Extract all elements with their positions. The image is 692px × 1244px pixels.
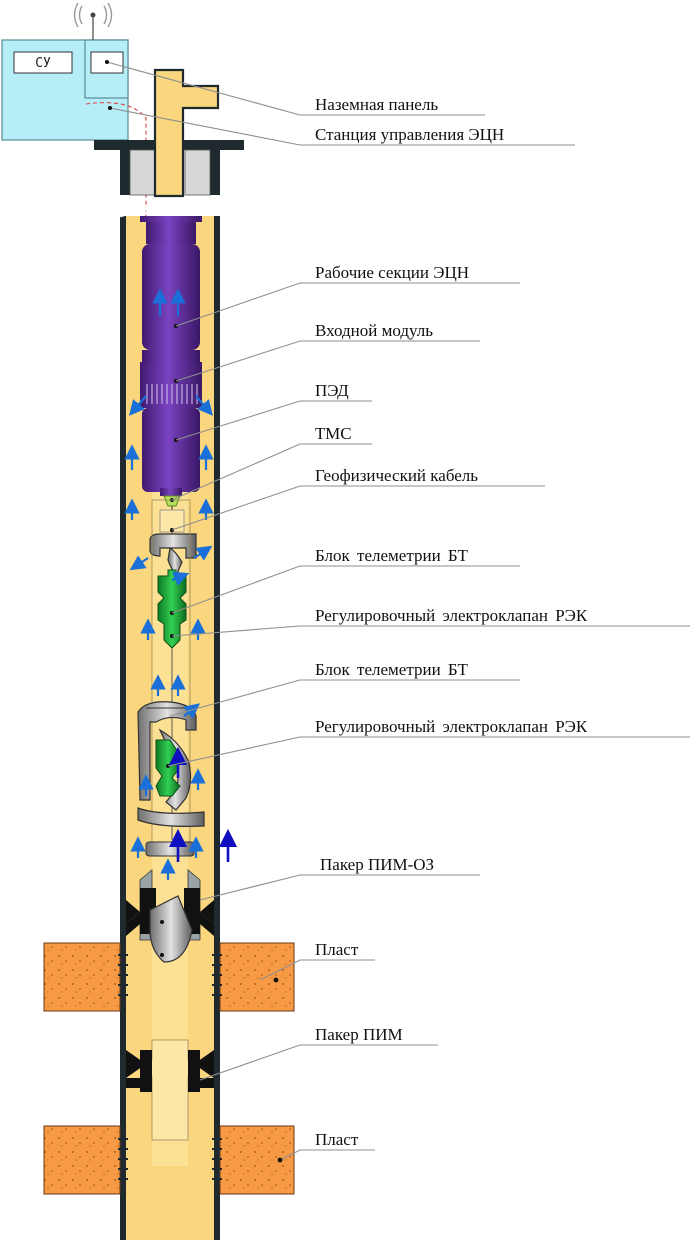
- label-formation-1: Пласт: [315, 940, 359, 959]
- label-surface-panel: Наземная панель: [315, 95, 438, 114]
- motor: [142, 408, 200, 492]
- label-control-valve-2: Регулировочный электроклапан РЭК: [315, 717, 588, 736]
- label-intake-module: Входной модуль: [315, 321, 433, 340]
- cu-label: СУ: [35, 56, 51, 71]
- formation-upper: [43, 942, 295, 1012]
- label-esp-control-station: Станция управления ЭЦН: [315, 125, 504, 144]
- label-telemetry-block-1: Блок телеметрии БТ: [315, 546, 468, 565]
- control-valve-1: [157, 569, 187, 649]
- wellhead: [94, 68, 244, 198]
- flow-arrows-dark: [168, 746, 238, 862]
- pump-sections: [142, 244, 200, 350]
- leader-lines: [106, 61, 690, 1161]
- label-telemetry-block-2: Блок телеметрии БТ: [315, 660, 468, 679]
- label-control-valve-1: Регулировочный электроклапан РЭК: [315, 606, 588, 625]
- flow-arrows: [124, 288, 214, 880]
- intake-module: [140, 362, 202, 408]
- esp-assembly: [140, 216, 202, 496]
- label-tms: ТМС: [315, 424, 352, 443]
- label-pump-sections: Рабочие секции ЭЦН: [315, 263, 469, 282]
- packer-pim: [126, 1039, 214, 1141]
- label-motor: ПЭД: [315, 381, 349, 400]
- packer-pim-oz: [126, 869, 214, 963]
- coupling: [145, 841, 195, 857]
- label-geophysical-cable: Геофизический кабель: [315, 466, 478, 485]
- label-packer-pim-oz: Пакер ПИМ-ОЗ: [320, 855, 434, 874]
- cu-display: [13, 51, 73, 74]
- label-packer-pim: Пакер ПИМ: [315, 1025, 403, 1044]
- label-formation-2: Пласт: [315, 1130, 359, 1149]
- labels: Наземная панель Станция управления ЭЦН Р…: [315, 95, 588, 1149]
- control-station: СУ: [1, 2, 147, 331]
- signal-waves-icon: [73, 2, 113, 28]
